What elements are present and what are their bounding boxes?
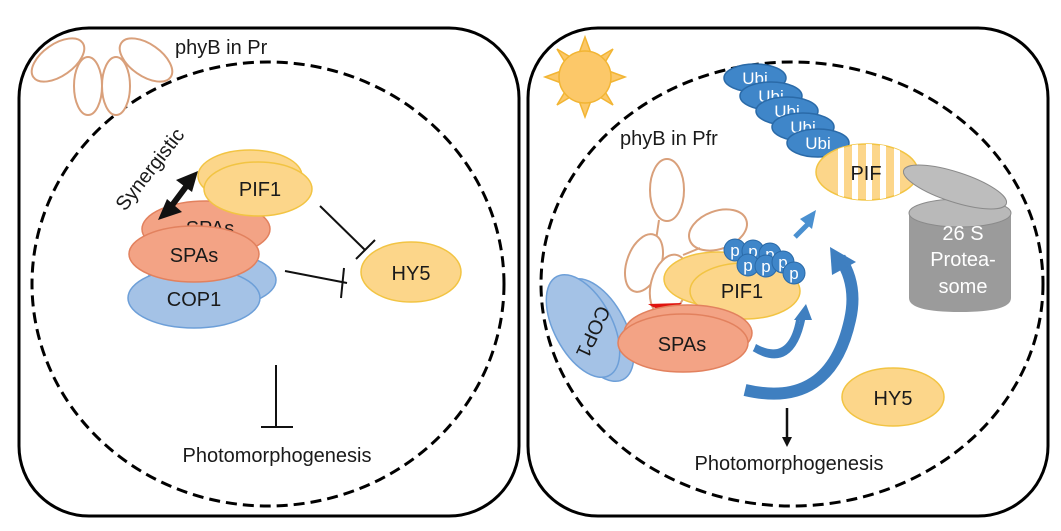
photomorphogenesis-right-label: Photomorphogenesis: [694, 453, 883, 475]
phosphate-5-label: p: [761, 257, 770, 276]
left-cell-border: [17, 26, 521, 518]
hy5-right-label: HY5: [874, 388, 913, 410]
photomorphogenesis-left-label: Photomorphogenesis: [182, 445, 371, 467]
pif1-front: [203, 161, 313, 217]
phosphate-4-label: p: [743, 256, 752, 275]
phosphorylation-arrow-small: [752, 304, 812, 359]
pif1-label: PIF1: [239, 179, 281, 201]
photomorphogenesis-inhibition: [261, 365, 293, 428]
right-nucleus-boundary: [539, 60, 1045, 508]
phosphate-3-label: p: [765, 245, 774, 264]
phyb-pr-dimer: [30, 37, 174, 116]
synergy-double-arrow: [158, 171, 198, 220]
hy5-right: [841, 367, 945, 427]
phosphate-6-label: p: [778, 253, 787, 272]
degradation-arrow-large: [743, 247, 859, 400]
proteasome-line-1: 26 S: [942, 223, 983, 245]
spas-right-front: [617, 313, 749, 373]
phyb-pfr-label: phyB in Pfr: [620, 128, 718, 150]
pif1-inhibits-hy5: [319, 205, 376, 260]
proteasome-line-3: some: [939, 276, 988, 298]
proteasome-26s: 26 S Protea- some: [902, 164, 1012, 312]
cop1-label: COP1: [167, 289, 221, 311]
phosphate-7-label: p: [789, 264, 798, 283]
ubi-5: [786, 128, 850, 158]
phosphate-2-label: p: [748, 242, 757, 261]
degradation-arrow: [793, 210, 816, 239]
ubi-5-label: Ubi: [805, 134, 831, 153]
spas-front: [128, 225, 260, 283]
cop1-right-front: [545, 273, 621, 379]
spas-label: SPAs: [170, 245, 219, 267]
pif-degraded-label: PIF: [850, 163, 881, 185]
cop1-right-group: COP1: [545, 273, 635, 383]
spas-right-label: SPAs: [658, 334, 707, 356]
right-panel: phyB in Pfr Ubi Ubi Ubi Ubi Ubi PIF: [526, 26, 1050, 518]
proteasome-line-2: Protea-: [930, 249, 996, 271]
phosphate-7: [782, 261, 806, 285]
phosphate-1-label: p: [730, 241, 739, 260]
ubiquitin-chain: Ubi Ubi Ubi Ubi Ubi: [723, 63, 850, 158]
right-cell-border: [526, 26, 1050, 518]
phyb-pr-label: phyB in Pr: [175, 37, 268, 59]
left-panel: phyB in Pr COP1 SPAs SPAs PIF1 Synergist…: [17, 26, 521, 518]
left-nucleus-boundary: [30, 60, 506, 508]
pif1-right-label: PIF1: [721, 281, 763, 303]
hy5-left: [360, 241, 462, 303]
phosphate-groups: p p p p p p p: [723, 238, 806, 285]
cop1-spas-inhibits-hy5: [284, 267, 348, 299]
hy5-left-label: HY5: [392, 263, 431, 285]
sun-icon: [542, 34, 628, 120]
